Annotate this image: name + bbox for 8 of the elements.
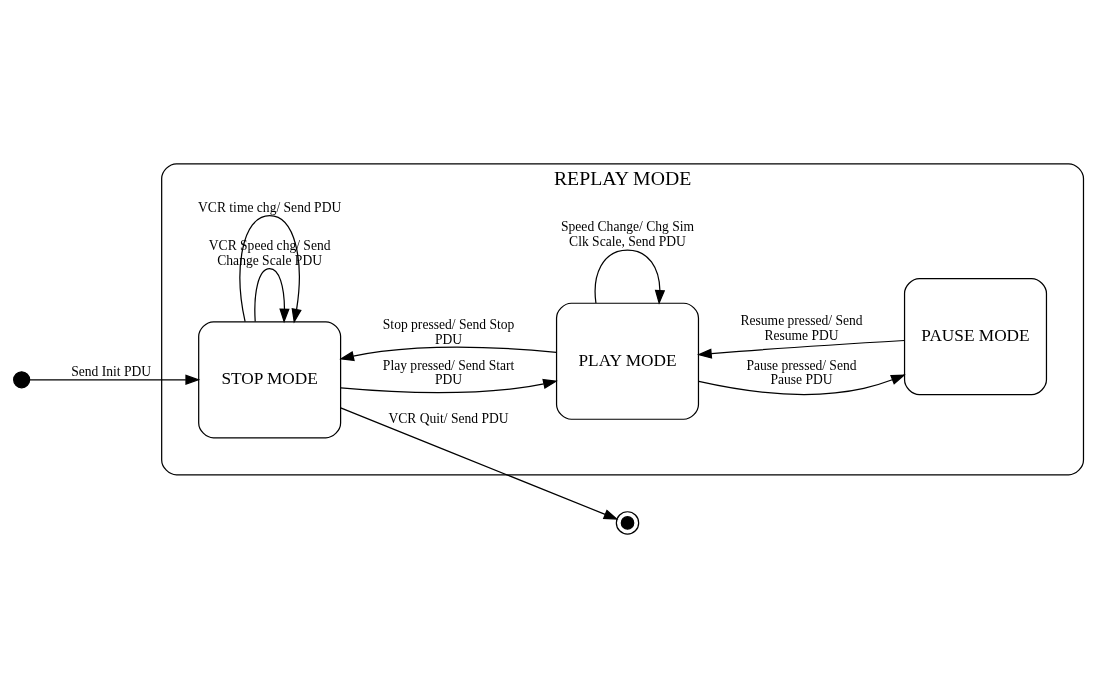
edge-label: Stop pressed/ Send Stop PDU xyxy=(382,316,515,347)
edge-label: Play pressed/ Send Start PDU xyxy=(382,357,515,388)
edge-label: Resume pressed/ Send Resume PDU xyxy=(740,313,863,344)
edge-label: Pause pressed/ Send Pause PDU xyxy=(746,357,857,388)
edge-label: VCR Quit/ Send PDU xyxy=(388,410,509,426)
edge-label: Speed Change/ Chg Sim Clk Scale, Send PDU xyxy=(561,219,695,250)
edge-label: VCR time chg/ Send PDU xyxy=(198,199,342,215)
edge-label: Send Init PDU xyxy=(71,363,152,379)
